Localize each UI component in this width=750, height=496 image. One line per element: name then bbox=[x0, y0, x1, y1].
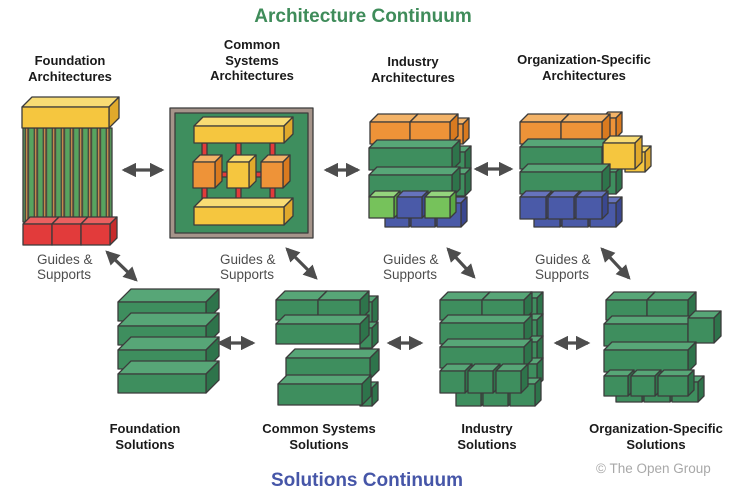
header-common-systems-architectures: Common Systems Architectures bbox=[210, 37, 294, 83]
solutions-continuum-title: Solutions Continuum bbox=[270, 470, 464, 491]
label-common-systems-solutions: Common Systems Solutions bbox=[262, 421, 376, 452]
label-foundation-solutions: Foundation Solutions bbox=[109, 421, 181, 452]
guides-supports-label-1: Guides & Supports bbox=[37, 252, 93, 282]
header-organization-specific-architectures: Organization-Specific Architectures bbox=[517, 52, 651, 83]
industry-solutions-icon bbox=[439, 291, 544, 407]
arrow-guides-2 bbox=[285, 247, 318, 280]
label-industry-solutions: Industry Solutions bbox=[457, 421, 517, 452]
header-industry-architectures: Industry Architectures bbox=[371, 54, 455, 85]
arrow-guides-1 bbox=[105, 250, 138, 282]
common-systems-solutions-icon bbox=[275, 290, 380, 407]
foundation-architectures-icon bbox=[21, 96, 120, 246]
header-foundation-architectures: Foundation Architectures bbox=[28, 53, 112, 84]
label-organization-specific-solutions: Organization-Specific Solutions bbox=[589, 421, 723, 452]
organization-specific-solutions-icon bbox=[603, 291, 722, 403]
architecture-continuum-title: Architecture Continuum bbox=[254, 6, 472, 27]
organization-specific-architectures-icon bbox=[519, 111, 652, 228]
guides-supports-label-2: Guides & Supports bbox=[220, 252, 276, 282]
common-systems-architectures-icon bbox=[169, 107, 314, 239]
open-group-copyright: © The Open Group bbox=[596, 461, 711, 476]
foundation-solutions-icon bbox=[117, 288, 220, 394]
industry-architectures-icon bbox=[368, 113, 472, 228]
arrow-guides-3 bbox=[446, 247, 476, 279]
arrow-guides-4 bbox=[600, 247, 631, 280]
guides-supports-label-4: Guides & Supports bbox=[535, 252, 591, 282]
guides-supports-label-3: Guides & Supports bbox=[383, 252, 439, 282]
